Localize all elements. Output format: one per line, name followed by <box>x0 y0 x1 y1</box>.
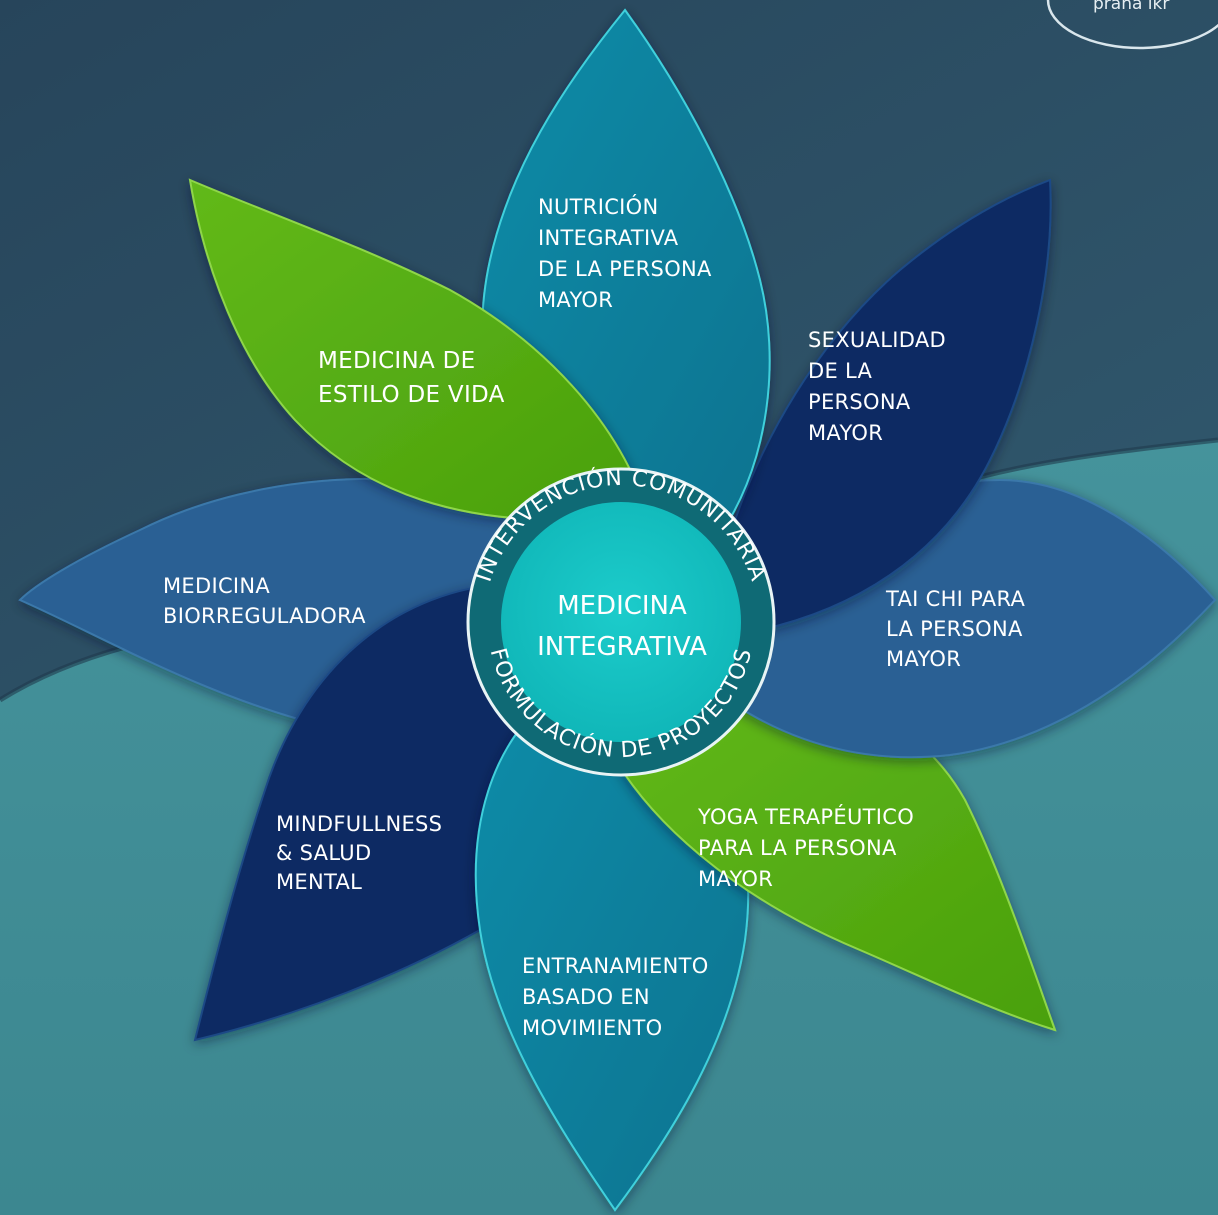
label-entrenamiento: ENTRANAMIENTO BASADO EN MOVIMIENTO <box>522 954 716 1040</box>
label-nutricion: NUTRICIÓN INTEGRATIVA DE LA PERSONA MAYO… <box>538 194 719 312</box>
center-title-line2: INTEGRATIVA <box>537 632 707 662</box>
label-yoga: YOGA TERAPÉUTICO PARA LA PERSONA MAYOR <box>697 804 921 891</box>
label-biorreguladora: MEDICINA BIORREGULADORA <box>163 574 366 628</box>
center-circle <box>501 502 741 742</box>
label-taichi: TAI CHI PARA LA PERSONA MAYOR <box>885 587 1032 671</box>
petal-labels: NUTRICIÓN INTEGRATIVA DE LA PERSONA MAYO… <box>163 194 1032 1040</box>
center-hub: INTERVENCIÓN COMUNITARIA FORMULACIÓN DE … <box>466 466 776 777</box>
logo-text: prana ikr <box>1093 0 1169 14</box>
label-sexualidad: SEXUALIDAD DE LA PERSONA MAYOR <box>808 328 953 445</box>
petals <box>18 8 1217 1212</box>
petal-estilo <box>188 178 652 521</box>
label-mindfullness: MINDFULLNESS & SALUD MENTAL <box>276 812 449 894</box>
label-estilo: MEDICINA DE ESTILO DE VIDA <box>318 348 505 408</box>
petal-sexualidad <box>733 178 1052 632</box>
center-title-line1: MEDICINA <box>557 591 687 621</box>
brand-logo: prana ikr <box>1046 0 1218 50</box>
